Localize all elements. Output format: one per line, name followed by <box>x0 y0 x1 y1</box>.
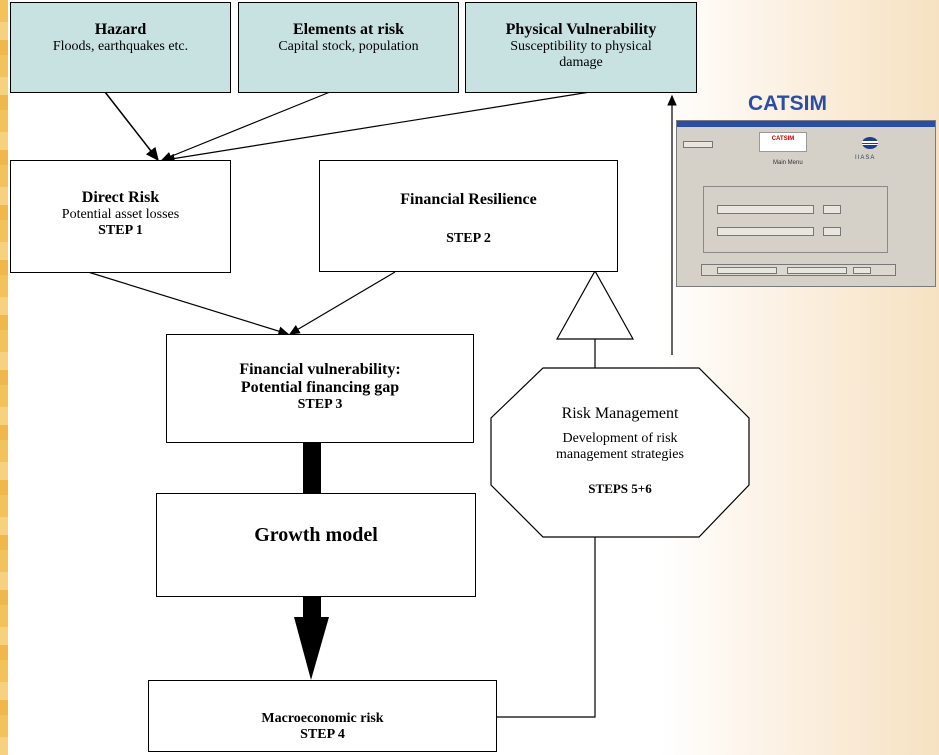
catsim-bottom-button-2[interactable] <box>787 267 847 274</box>
thick-arrow-head <box>294 617 329 680</box>
arrow-resilience-to-finvuln <box>288 271 396 335</box>
risk-octagon-shape <box>490 367 750 538</box>
elements-title: Elements at risk <box>292 21 405 38</box>
thick-connector-3-to-growth <box>303 442 321 493</box>
macro-title: Macroeconomic risk <box>261 711 384 726</box>
catsim-options-frame <box>703 186 888 253</box>
elements-box: Elements at risk Capital stock, populati… <box>238 2 459 93</box>
resilience-step: STEP 2 <box>446 231 491 246</box>
physical-sub1: Susceptibility to physical <box>510 39 652 54</box>
catsim-logo-text: CATSIM <box>771 136 795 142</box>
risk-step: STEPS 5+6 <box>588 481 652 496</box>
arrow-direct-to-finvuln <box>87 271 290 336</box>
macro-box: Macroeconomic risk STEP 4 <box>148 680 497 752</box>
direct-risk-box: Direct Risk Potential asset losses STEP … <box>10 160 231 273</box>
catsim-window-titlebar <box>677 121 935 127</box>
hazard-box: Hazard Floods, earthquakes etc. <box>10 2 231 93</box>
arrow-hazard-to-direct <box>104 91 159 162</box>
catsim-bottom-button-1[interactable] <box>717 267 777 274</box>
resilience-box: Financial Resilience STEP 2 <box>319 160 618 272</box>
catsim-corner-button[interactable] <box>683 141 713 148</box>
risk-management-text: Risk Management Development of risk mana… <box>491 405 749 497</box>
catsim-title: CATSIM <box>748 92 827 115</box>
risk-sub2: management strategies <box>556 447 684 462</box>
direct-sub: Potential asset losses <box>61 207 180 222</box>
catsim-bottom-button-3[interactable] <box>853 267 871 274</box>
finvuln-line1: Financial vulnerability: <box>239 361 401 378</box>
direct-title: Direct Risk <box>81 189 160 206</box>
physical-title: Physical Vulnerability <box>505 21 657 38</box>
growth-title: Growth model <box>254 524 378 546</box>
line-macro-to-risk <box>497 527 596 718</box>
iiasa-label: IIASA <box>855 155 876 161</box>
catsim-logo: CATSIM <box>759 132 807 152</box>
risk-title: Risk Management <box>561 405 679 422</box>
arrow-physical-to-direct <box>163 91 591 164</box>
physical-sub2: damage <box>559 55 603 70</box>
physical-box: Physical Vulnerability Susceptibility to… <box>465 2 697 93</box>
iiasa-logo-icon <box>862 137 878 149</box>
elements-sub: Capital stock, population <box>278 39 419 54</box>
macro-step: STEP 4 <box>300 727 345 742</box>
arrow-elements-to-direct <box>160 91 331 161</box>
catsim-option-button-1[interactable] <box>717 205 814 214</box>
catsim-main-menu-label: Main Menu <box>773 160 803 166</box>
finvuln-step: STEP 3 <box>297 397 343 412</box>
direct-step: STEP 1 <box>98 223 143 238</box>
triangle-up-shape <box>555 269 635 340</box>
hazard-title: Hazard <box>94 21 147 38</box>
thick-arrow-shaft <box>303 596 321 617</box>
resilience-title: Financial Resilience <box>400 191 537 208</box>
finvuln-line2: Potential financing gap <box>240 379 400 396</box>
catsim-ok-button-2[interactable] <box>823 227 841 236</box>
risk-sub1: Development of risk <box>562 431 678 446</box>
growth-box: Growth model <box>156 493 476 597</box>
left-decorative-stripe <box>0 0 8 755</box>
catsim-window-thumbnail: CATSIM Main Menu IIASA <box>676 120 936 287</box>
catsim-ok-button-1[interactable] <box>823 205 841 214</box>
finvuln-box: Financial vulnerability: Potential finan… <box>166 334 474 443</box>
catsim-option-button-2[interactable] <box>717 227 814 236</box>
hazard-sub: Floods, earthquakes etc. <box>52 39 189 54</box>
